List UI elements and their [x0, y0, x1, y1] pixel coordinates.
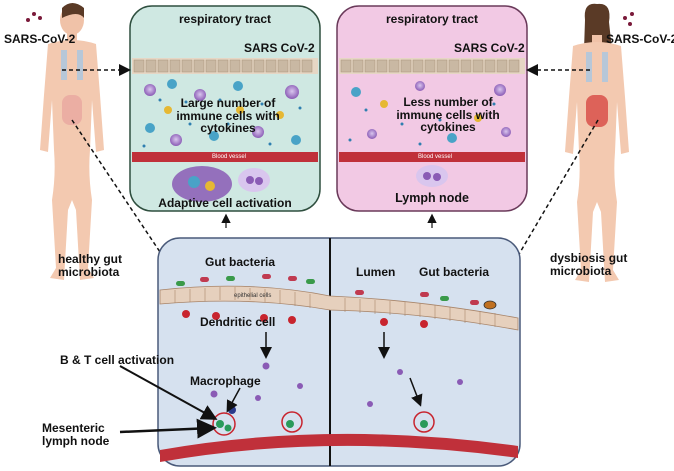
large-immune-label: Large number of immune cells with cytoki…: [176, 96, 280, 136]
less-immune-label: Less number of immune cells with cytokin…: [396, 95, 500, 135]
resp-left-title: respiratory tract: [178, 12, 272, 26]
bt-activation-label: B & T cell activation: [60, 353, 175, 367]
adaptive-label: Adaptive cell activation: [158, 196, 292, 210]
sars-panel-label-right: SARS CoV-2: [454, 41, 525, 55]
epithelial-label: epithelial cells: [234, 293, 272, 299]
immune-cell-icon: [144, 79, 301, 146]
healthy-gut-label: healthy gut microbiota: [58, 252, 123, 279]
gut-panel: [157, 237, 521, 467]
resp-right-title: respiratory tract: [385, 12, 479, 26]
respiratory-panel-left: [129, 5, 321, 212]
human-figure-right-icon: [565, 3, 629, 282]
macrophage-icon: [210, 362, 463, 407]
gut-bacteria-label-right: Gut bacteria: [419, 265, 490, 279]
lumen-label: Lumen: [356, 265, 396, 279]
sars-panel-label-left: SARS CoV-2: [244, 41, 315, 55]
dendritic-label: Dendritic cell: [200, 315, 276, 329]
mesenteric-label: Mesenteric lymph node: [42, 421, 110, 448]
sars-label-right: SARS-CoV-2: [606, 32, 674, 46]
blood-vessel-label-right: Blood vessel: [418, 154, 453, 160]
immune-cell-icon: [351, 81, 511, 143]
lymph-node-label: Lymph node: [395, 191, 469, 205]
macrophage-label: Macrophage: [190, 374, 261, 388]
dendritic-cell-icon: [182, 310, 428, 328]
sars-label-left: SARS-CoV-2: [4, 32, 76, 46]
virus-icon: [26, 12, 634, 68]
dysbiosis-gut-label: dysbiosis gut microbiota: [550, 251, 628, 278]
gut-bacteria-label-left: Gut bacteria: [205, 255, 276, 269]
blood-vessel-label-left: Blood vessel: [212, 154, 247, 160]
blood-vessel-icon: [160, 433, 518, 462]
respiratory-panel-right: [336, 5, 528, 212]
bacteria-icon: [176, 274, 497, 310]
lymph-node-icon: [172, 166, 270, 202]
human-figure-left-icon: [40, 3, 104, 280]
lymph-node-icon: [416, 165, 448, 187]
